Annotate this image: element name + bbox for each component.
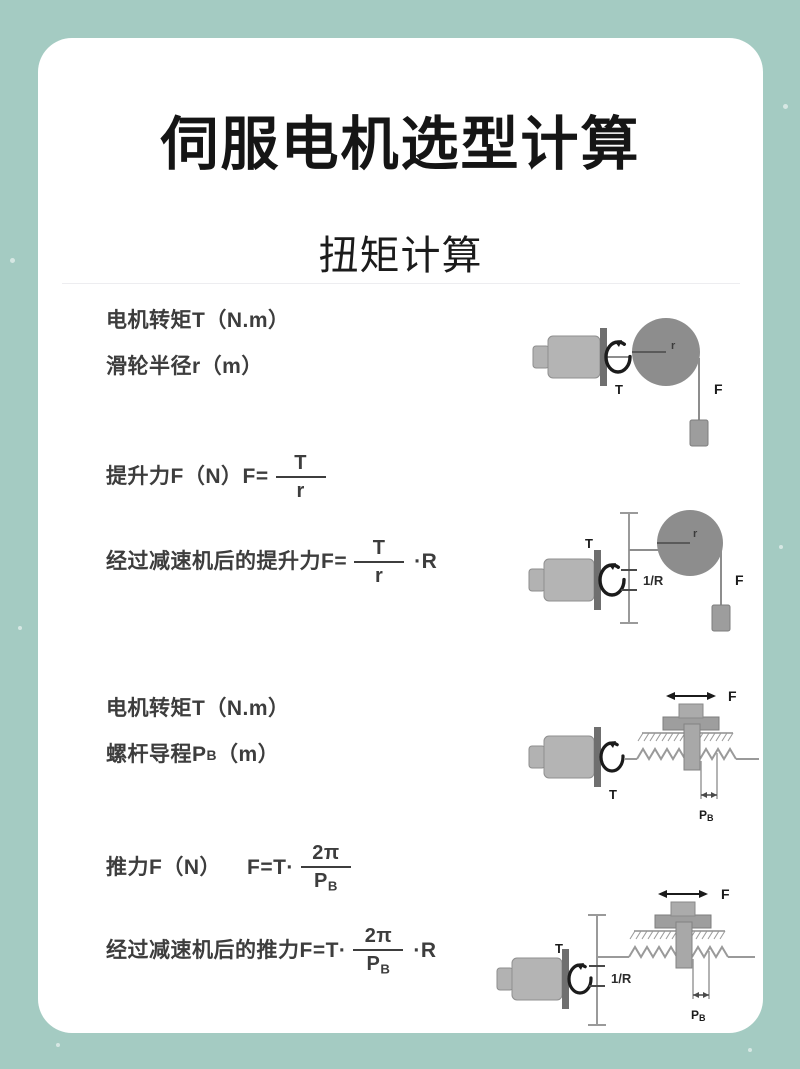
formula-thrust-geared-lead: 经过减速机后的推力F=T· — [106, 938, 347, 962]
diagram-label-lead: PB — [699, 808, 714, 823]
label-screw-lead-sub: B — [206, 746, 218, 763]
page-subtitle: 扭矩计算 — [318, 234, 483, 278]
formula-thrust-lead: 推力F（N） — [106, 855, 221, 879]
fraction-numerator: 2π — [364, 925, 393, 947]
fraction-denominator: PB — [313, 870, 338, 894]
fraction-2pi-over-PB-geared: 2π PB — [353, 925, 404, 977]
fraction-bar — [353, 949, 404, 951]
diagram-label-force: F — [728, 688, 737, 704]
fraction-denominator: r — [374, 565, 384, 587]
label-pulley-radius: 滑轮半径r（m） — [106, 355, 263, 379]
formula-lift-force-geared-lead: 经过减速机后的提升力F= — [106, 549, 348, 573]
formula-lift-force: 提升力F（N）F= T r — [106, 453, 333, 501]
formula-thrust-force: 推力F（N） F=T· 2π PB — [106, 843, 358, 893]
diagram-label-torque: T — [555, 941, 563, 956]
label-motor-torque: 电机转矩T（N.m） — [106, 309, 290, 332]
diagram-motor-ballscrew-table: T — [525, 683, 763, 828]
fraction-bar — [300, 866, 351, 868]
diagram-label-torque: T — [585, 536, 593, 551]
diagram-label-force: F — [721, 886, 730, 902]
diagram-label-ratio: 1/R — [643, 573, 664, 588]
fraction-numerator: 2π — [312, 842, 340, 864]
sparkle-dot — [56, 1043, 60, 1047]
sparkle-dot — [779, 545, 783, 549]
fraction-numerator: T — [372, 537, 386, 559]
fraction-denominator: r — [296, 480, 305, 502]
content-card: 伺服电机选型计算 扭矩计算 电机转矩T（N.m） 滑轮半径r（m） 提升力F（N… — [38, 38, 763, 1033]
sparkle-dot — [783, 104, 788, 109]
sparkle-dot — [18, 626, 22, 630]
sparkle-dot — [748, 1048, 752, 1052]
diagram-label-force: F — [714, 381, 723, 397]
diagram-label-force: F — [735, 572, 744, 588]
header-divider — [62, 283, 740, 284]
formula-lift-force-geared: 经过减速机后的提升力F= T r ·R — [106, 538, 440, 586]
diagram-label-torque: T — [615, 382, 623, 397]
section-pulley-direct-text: 电机转矩T（N.m） 滑轮半径r（m） — [106, 309, 290, 379]
formula-trailing-factor: ·R — [414, 549, 438, 573]
diagram-motor-pulley-load: T r F — [525, 308, 745, 458]
diagram-label-radius: r — [671, 340, 676, 352]
fraction-bar — [354, 561, 405, 563]
diagram-motor-gearbox-pulley-load: T 1/R r F — [525, 493, 755, 653]
diagram-label-lead: PB — [691, 1008, 706, 1023]
page-title: 伺服电机选型计算 — [160, 112, 641, 177]
diagram-label-torque: T — [609, 787, 617, 802]
label-motor-torque-2: 电机转矩T（N.m） — [106, 697, 290, 720]
fraction-2pi-over-PB: 2π PB — [300, 842, 351, 894]
diagram-label-ratio: 1/R — [611, 971, 632, 986]
fraction-bar — [275, 476, 326, 478]
fraction-T-over-r-geared: T r — [354, 537, 405, 587]
formula-thrust-force-geared: 经过减速机后的推力F=T· 2π PB ·R — [106, 926, 440, 976]
formula-lift-force-lead: 提升力F（N）F= — [106, 464, 269, 488]
formula-trailing-factor: ·R — [413, 938, 437, 962]
fraction-T-over-r: T r — [275, 452, 326, 502]
sparkle-dot — [10, 258, 15, 263]
fraction-denominator: PB — [366, 953, 391, 977]
label-screw-lead-base: 螺杆导程P — [106, 743, 207, 767]
fraction-numerator: T — [294, 452, 307, 474]
diagram-label-radius: r — [693, 528, 698, 540]
diagram-motor-gearbox-ballscrew-table: T 1/R — [493, 873, 761, 1033]
formula-thrust-eq: F=T· — [247, 855, 294, 879]
label-screw-lead-tail: （m） — [217, 743, 280, 767]
